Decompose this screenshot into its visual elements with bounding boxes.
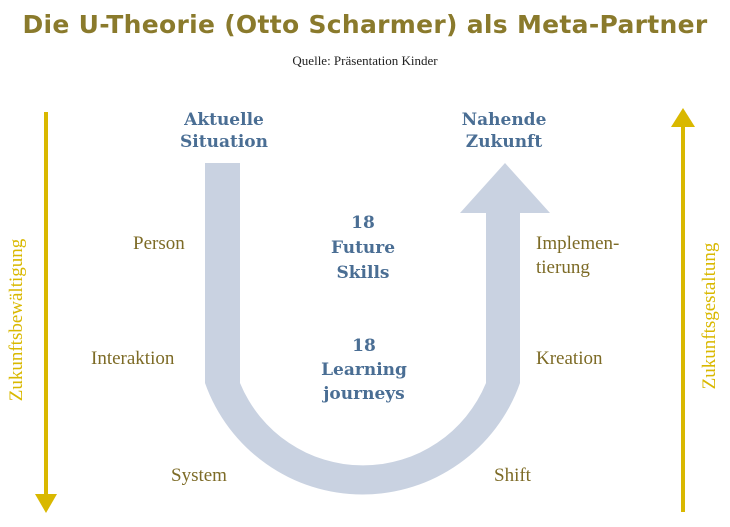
learning-journeys-label: 18 Learning journeys bbox=[305, 334, 423, 406]
future-skills-line3: Skills bbox=[336, 263, 390, 283]
current-situation-label: Aktuelle Situation bbox=[165, 109, 283, 153]
right-axis-label: Zukunftsgestaltung bbox=[699, 242, 720, 390]
future-skills-line2: Future bbox=[330, 238, 396, 258]
u-shape-arrow bbox=[205, 163, 550, 495]
current-situation-line2: Situation bbox=[180, 132, 268, 152]
left-axis-arrowhead bbox=[35, 494, 57, 513]
page-title: Die U-Theorie (Otto Scharmer) als Meta-P… bbox=[22, 10, 708, 39]
label-implementierung-line1: Implemen- bbox=[536, 233, 620, 254]
emerging-future-line1: Nahende bbox=[461, 110, 547, 130]
source-note: Quelle: Präsentation Kinder bbox=[292, 53, 438, 68]
left-axis-label: Zukunftsbewältigung bbox=[6, 238, 27, 402]
label-implementierung-line2: tierung bbox=[536, 257, 590, 278]
future-skills-number: 18 bbox=[351, 213, 375, 233]
future-skills-label: 18 Future Skills bbox=[313, 211, 413, 286]
label-implementierung: Implemen- tierung bbox=[536, 232, 619, 280]
label-system: System bbox=[171, 465, 227, 486]
learning-journeys-line3: journeys bbox=[323, 384, 405, 404]
current-situation-line1: Aktuelle bbox=[184, 110, 264, 130]
emerging-future-label: Nahende Zukunft bbox=[445, 109, 563, 153]
label-interaktion: Interaktion bbox=[91, 348, 175, 369]
emerging-future-line2: Zukunft bbox=[465, 132, 543, 152]
learning-journeys-number: 18 bbox=[352, 336, 376, 356]
label-shift: Shift bbox=[494, 465, 531, 486]
learning-journeys-line2: Learning bbox=[321, 360, 407, 380]
label-person: Person bbox=[133, 233, 185, 254]
right-axis-arrowhead bbox=[671, 108, 695, 127]
label-kreation: Kreation bbox=[536, 348, 603, 369]
